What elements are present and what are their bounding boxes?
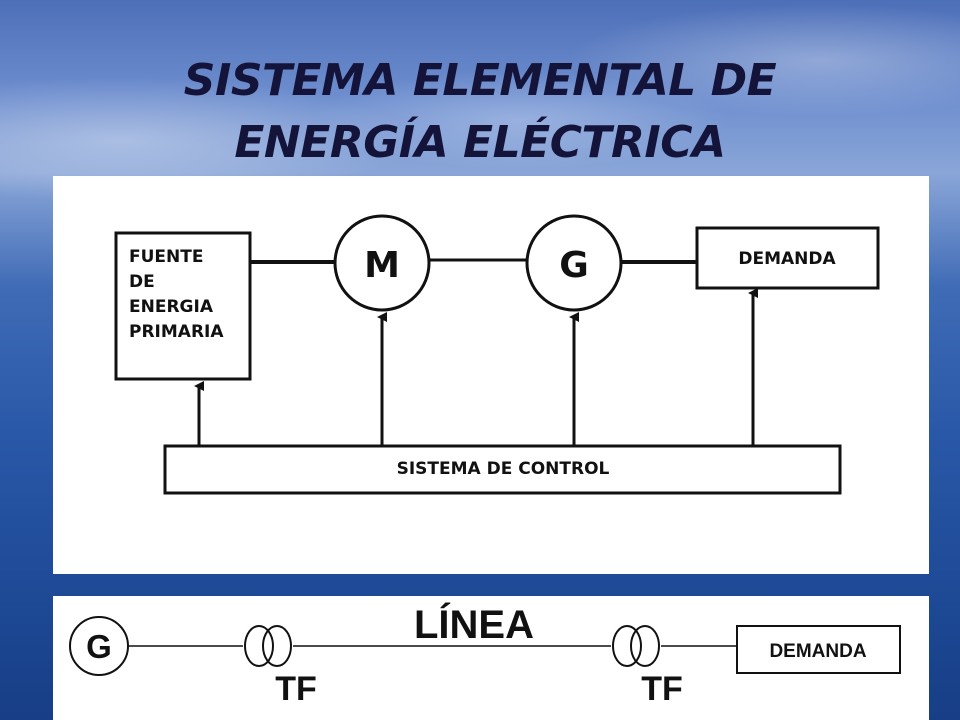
block-diagram: FUENTE DE ENERGIA PRIMARIA M G DEMANDA S… [114,214,880,495]
line-demanda-label: DEMANDA [769,641,866,662]
line-diagram-panel: G LÍNEA TF TF DEMANDA [53,596,929,720]
transformer-left-label: TF [275,670,317,708]
fuente-line-4: PRIMARIA [129,322,224,342]
transformer-left [244,625,292,667]
block-diagram-panel: FUENTE DE ENERGIA PRIMARIA M G DEMANDA S… [53,176,929,574]
line-diagram: G LÍNEA TF TF DEMANDA [69,602,901,708]
line-demanda-box [736,625,901,674]
title-line-2: ENERGÍA ELÉCTRICA [234,117,726,168]
control-label: SISTEMA DE CONTROL [397,459,610,479]
motor-label: M [364,245,400,286]
transformer-right-label: TF [641,670,683,708]
fuente-line-2: DE [129,272,155,292]
fuente-line-1: FUENTE [129,247,203,267]
generator-label: G [559,245,589,286]
fuente-line-3: ENERGIA [129,297,214,317]
demanda-box [695,226,880,290]
line-label: LÍNEA [414,602,534,647]
transformer-right [612,625,660,667]
fuente-box [114,231,252,381]
page-title: SISTEMA ELEMENTAL DE ENERGÍA ELÉCTRICA [0,50,960,174]
demanda-label: DEMANDA [738,249,836,269]
control-box [163,444,842,495]
title-line-1: SISTEMA ELEMENTAL DE [183,55,777,106]
motor-circle [333,214,431,312]
line-generator-label: G [86,628,112,665]
generator-circle [525,214,623,312]
